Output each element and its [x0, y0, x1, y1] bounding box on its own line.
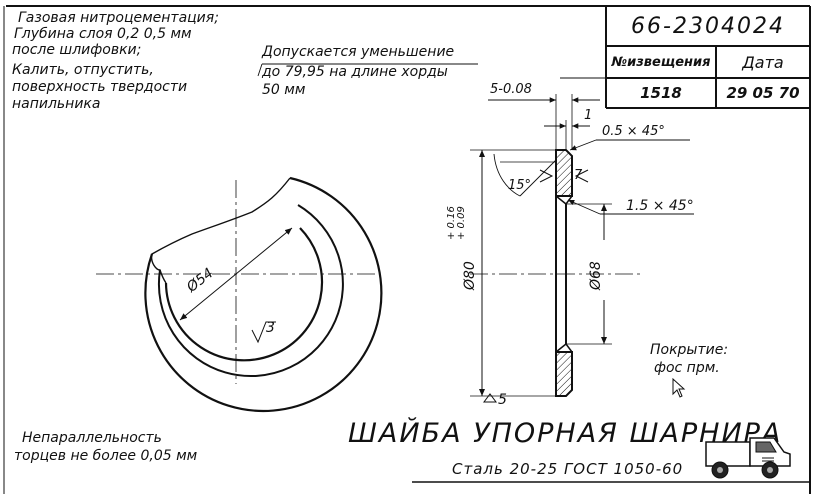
angle-label: 15° [508, 178, 532, 193]
face-roughness-label: 3 [266, 320, 275, 336]
note-treatment-6: напильника [12, 96, 101, 112]
front-view-ring [96, 176, 383, 413]
step-label: 1 [584, 108, 593, 123]
bore-diameter-label: Ø68 [588, 261, 604, 290]
truck-logo-icon [705, 437, 791, 479]
drawing-number: 66-2304024 [631, 13, 785, 39]
section-view [257, 63, 694, 403]
note-tolerance-3: 50 мм [262, 82, 306, 98]
note-parallelism-2: торцев не более 0,05 мм [14, 448, 198, 464]
mouse-pointer-icon [672, 378, 686, 398]
notice-number: 1518 [640, 84, 682, 102]
chamfer-large-label: 1.5 × 45° [626, 198, 694, 214]
outer-diameter-label: Ø80 [462, 261, 478, 290]
notice-header: №извещения [611, 54, 711, 70]
thickness-label: 5-0.08 [490, 82, 532, 97]
note-coating-1: Покрытие: [650, 342, 729, 358]
note-tolerance-1: Допускается уменьшение [262, 44, 455, 60]
note-treatment-3: после шлифовки; [12, 42, 142, 58]
date-value: 29 05 70 [726, 84, 800, 102]
chamfer-small-label: 0.5 × 45° [602, 124, 665, 139]
material-spec: Сталь 20-25 ГОСТ 1050-60 [452, 460, 684, 478]
note-treatment-2: Глубина слоя 0,2 0,5 мм [14, 26, 192, 42]
note-parallelism-1: Непараллельность [22, 430, 162, 446]
date-header: Дата [742, 52, 784, 72]
note-coating-2: фос прм. [654, 360, 720, 376]
note-treatment-1: Газовая нитроцементация; [18, 10, 219, 26]
outer-tol-lower: + 0.09 [456, 206, 467, 240]
note-tolerance-2: до 79,95 на длине хорды [262, 64, 448, 80]
note-treatment-4: Калить, отпустить, [12, 62, 154, 78]
general-roughness-label: 5 [498, 392, 507, 408]
title-block-grid [560, 6, 810, 109]
side-roughness-label: 7 [574, 168, 583, 183]
note-treatment-5: поверхность твердости [12, 79, 188, 95]
